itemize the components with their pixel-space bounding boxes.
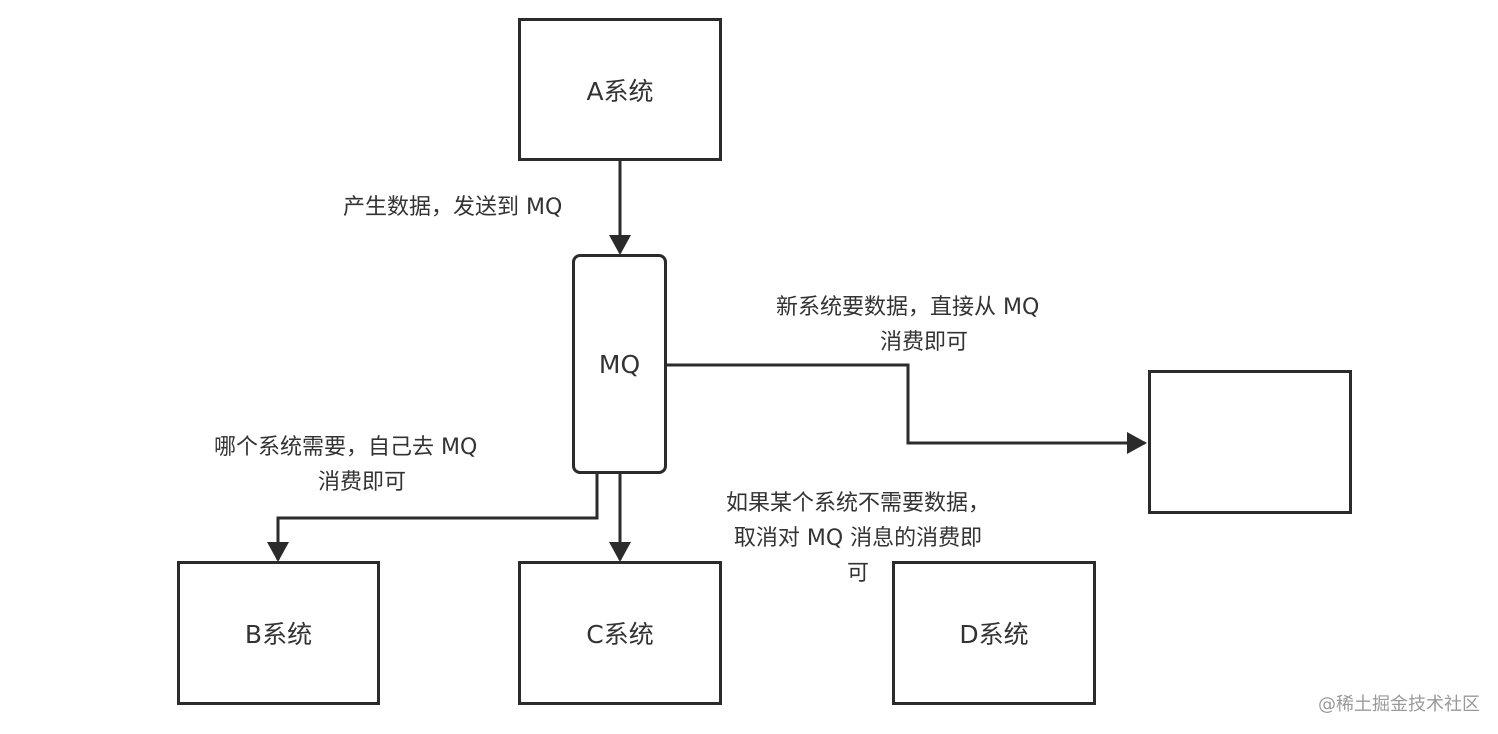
system-b-box: B系统 xyxy=(177,561,380,705)
system-d-label: D系统 xyxy=(959,620,1029,649)
mq-label: MQ xyxy=(598,349,641,379)
produce-note: 产生数据，发送到 MQ xyxy=(343,195,563,220)
unsubscribe-note-line3: 可 xyxy=(846,561,869,586)
new-system-note: 新系统要数据，直接从 MQ 消费即可 xyxy=(776,290,1039,360)
system-c-label: C系统 xyxy=(586,620,654,649)
new-system-note-line2: 消费即可 xyxy=(880,330,969,355)
unsubscribe-note: 如果某个系统不需要数据， 取消对 MQ 消息的消费即 可 xyxy=(700,486,1016,591)
need-note-line2: 消费即可 xyxy=(318,470,407,495)
need-note-line1: 哪个系统需要，自己去 MQ xyxy=(214,435,478,460)
system-c-box: C系统 xyxy=(518,561,722,705)
new-system-note-line1: 新系统要数据，直接从 MQ xyxy=(776,295,1040,320)
system-b-label: B系统 xyxy=(244,620,313,649)
watermark: @稀土掘金技术社区 xyxy=(1318,694,1480,715)
system-d-box: D系统 xyxy=(892,561,1096,705)
unsubscribe-note-line2: 取消对 MQ 消息的消费即 xyxy=(733,526,983,551)
arrow-mq-to-b xyxy=(267,472,599,562)
need-note: 哪个系统需要，自己去 MQ 消费即可 xyxy=(214,430,477,500)
arrow-mq-to-new-system xyxy=(666,363,1147,454)
unsubscribe-note-line1: 如果某个系统不需要数据， xyxy=(725,491,990,516)
mq-box: MQ xyxy=(572,254,667,474)
system-a-label: A系统 xyxy=(586,76,654,106)
system-a-box: A系统 xyxy=(518,18,722,161)
new-system-box xyxy=(1148,370,1352,514)
